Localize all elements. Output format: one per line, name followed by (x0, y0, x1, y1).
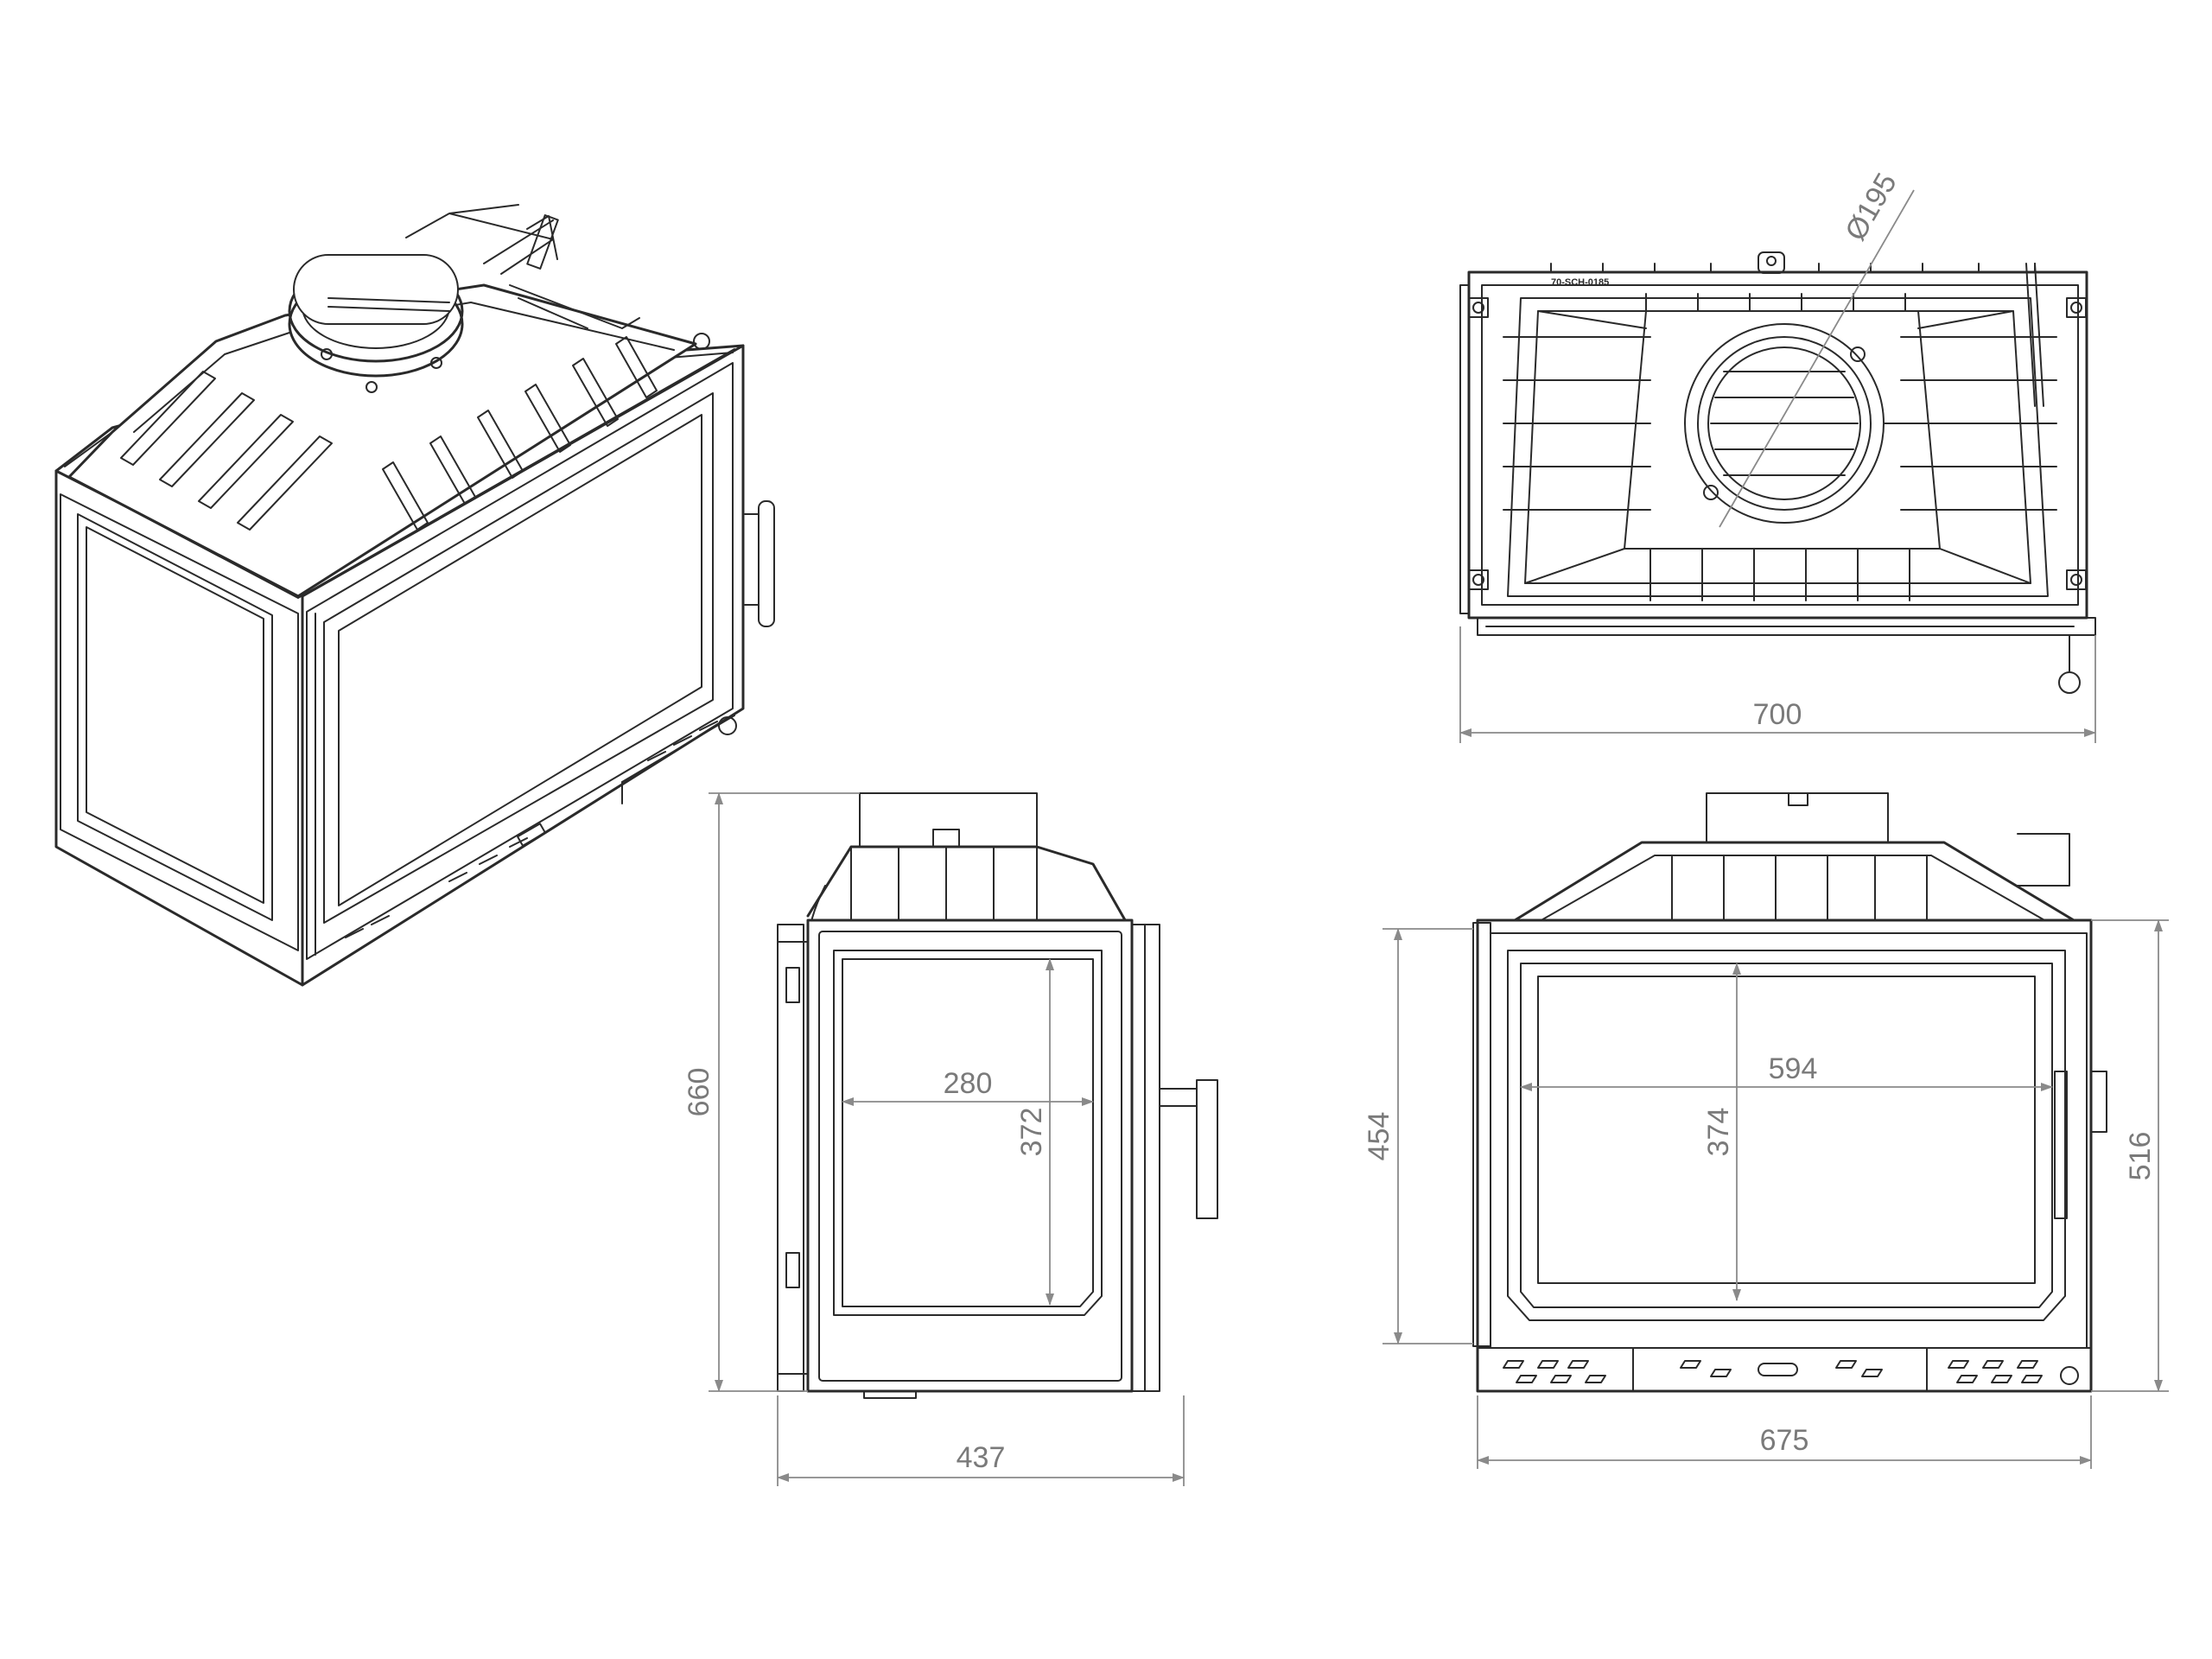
front-air-slots (1503, 1360, 2079, 1385)
front-width-dimension: 675 (1760, 1424, 1809, 1457)
isometric-view (54, 204, 775, 987)
front-glass-width-dimension: 594 (1769, 1052, 1818, 1085)
side-depth-dimension: 437 (957, 1441, 1006, 1474)
front-total-height-dimension: 516 (2124, 1132, 2157, 1181)
iso-damper-lever (405, 204, 710, 350)
top-flue-flange (1684, 189, 1915, 528)
front-glass-height-dimension: 374 (1702, 1108, 1735, 1157)
side-glass-height-dimension: 372 (1015, 1108, 1048, 1157)
front-door-height-dimension: 454 (1363, 1112, 1395, 1161)
top-view: 70-SCH-0185 (1459, 168, 2096, 743)
side-view: 280 372 660 437 (683, 792, 1218, 1486)
top-corner-bolts (1468, 297, 2087, 590)
top-width-dimension: 700 (1753, 698, 1802, 731)
side-glass-width-dimension: 280 (944, 1067, 993, 1100)
flue-diameter-dimension: Ø195 (1839, 168, 1904, 246)
top-damper-lever (1883, 263, 2049, 424)
front-view: 594 374 454 516 675 (1363, 792, 2169, 1469)
top-plate-label: 70-SCH-0185 (1551, 277, 1609, 288)
iso-flue-collar (288, 254, 464, 393)
iso-side-handle (744, 500, 775, 627)
side-height-dimension: 660 (683, 1068, 715, 1117)
iso-air-slots (345, 715, 737, 938)
